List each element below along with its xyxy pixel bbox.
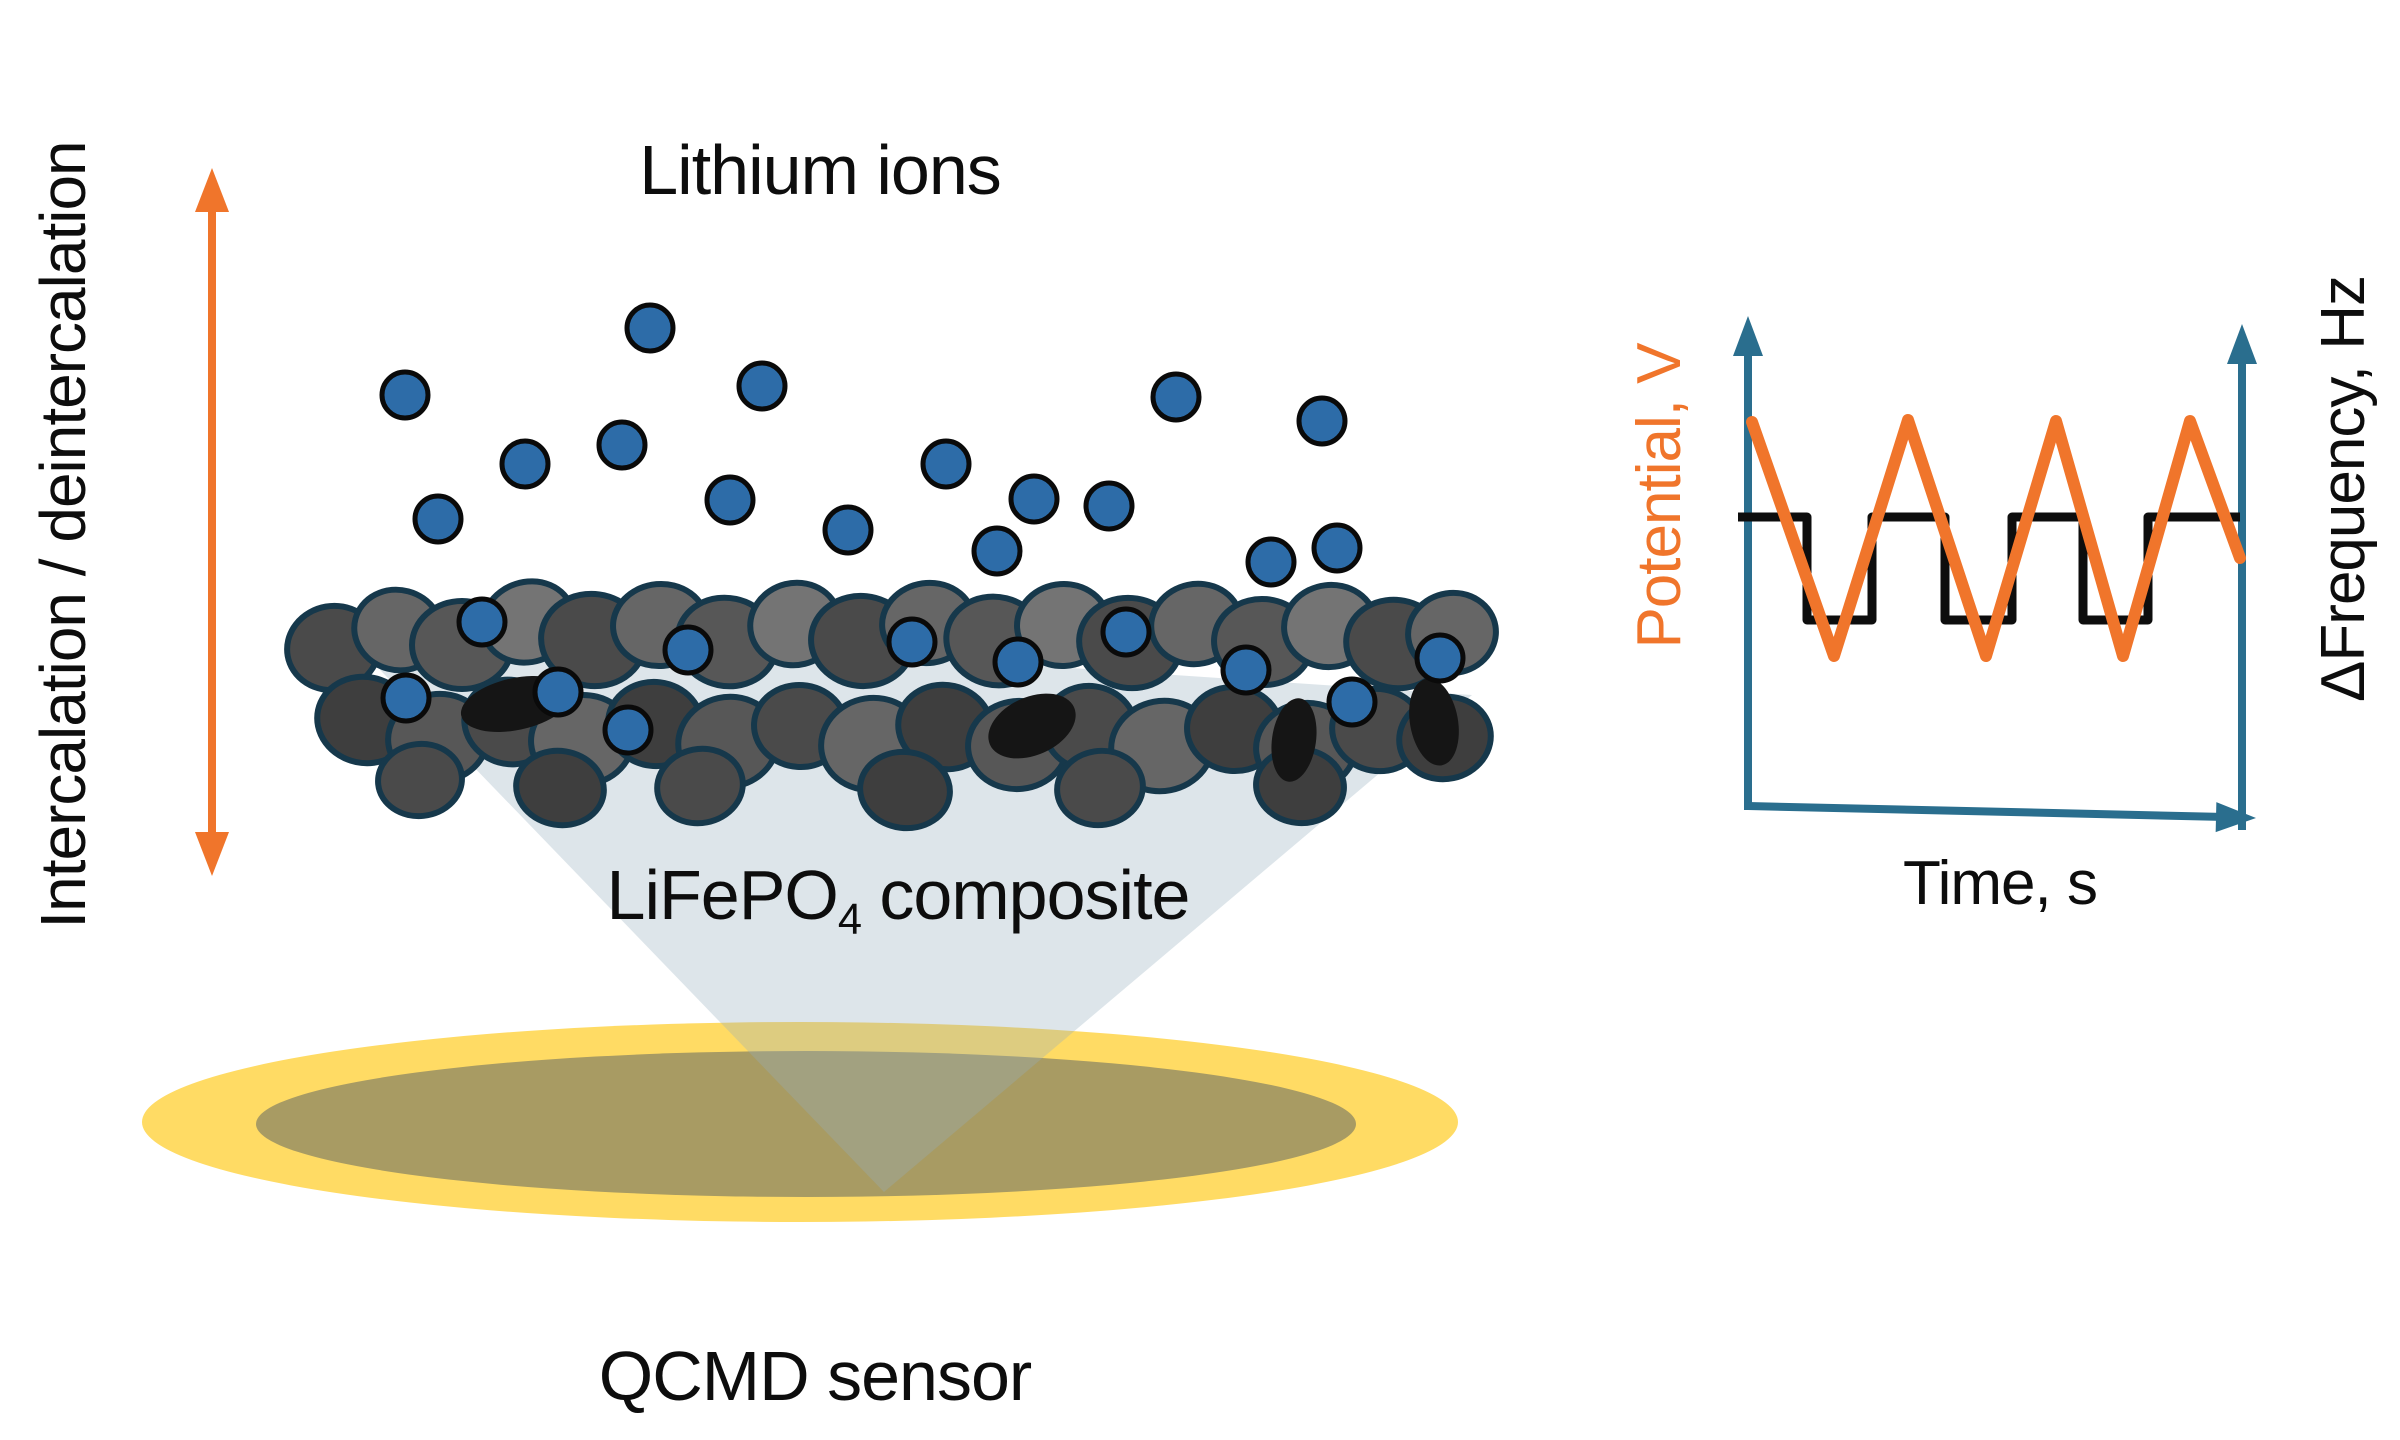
composite-label-subscript: 4 (837, 895, 862, 944)
time-axis-arrow-icon (2215, 802, 2256, 833)
lithium-ion (704, 474, 756, 526)
lithium-ion (1008, 473, 1060, 525)
potential-axis-arrow-icon (1733, 316, 1763, 356)
lithium-ion (920, 438, 972, 490)
lithium-ion (736, 360, 788, 412)
lithium-ion-embedded (532, 666, 584, 718)
lithium-ion (499, 438, 551, 490)
lithium-ion-embedded (662, 624, 714, 676)
lithium-ions-label: Lithium ions (639, 131, 1002, 209)
lithium-ion-embedded (602, 704, 654, 756)
lithium-ion-embedded (380, 672, 432, 724)
lithium-ion (1296, 395, 1348, 447)
qcmd-sensor-label: QCMD sensor (598, 1337, 1032, 1415)
lithium-ion-embedded (886, 616, 938, 668)
lithium-ion-embedded (1414, 632, 1466, 684)
lithium-ion (624, 302, 676, 354)
lithium-ion (1311, 522, 1363, 574)
lithium-ion-embedded (992, 636, 1044, 688)
lithium-ion (412, 493, 464, 545)
carbon-particle (988, 693, 1076, 759)
intercalation-arrow-up-icon (195, 168, 229, 212)
composite-label-tail: composite (860, 855, 1190, 934)
composite-label: LiFePO4 composite (607, 860, 1191, 944)
lithium-ion-embedded (1326, 676, 1378, 728)
lithium-ion (822, 504, 874, 556)
lithium-ion-embedded (1100, 606, 1152, 658)
composite-particle (375, 740, 465, 820)
carbon-particle (1271, 698, 1317, 782)
lithium-ion-embedded (456, 596, 508, 648)
composite-particle (654, 745, 746, 827)
lithium-ion (971, 525, 1023, 577)
lithium-ion-embedded (1220, 644, 1272, 696)
potential-axis-label: Potential, V (1625, 343, 1694, 649)
lithium-ion (379, 369, 431, 421)
qcmd-sensor-inner-disc (256, 1051, 1356, 1197)
potential-triangle-wave (1746, 414, 2246, 662)
composite-particle (857, 748, 953, 832)
frequency-axis-label: ΔFrequency, Hz (2309, 276, 2378, 702)
lithium-ion (1150, 371, 1202, 423)
lithium-ion (596, 419, 648, 471)
composite-particle (513, 747, 607, 829)
composite-particle (1054, 747, 1146, 829)
time-axis-label: Time, s (1903, 849, 2098, 918)
lithium-ion (1245, 536, 1297, 588)
carbon-particle (1409, 678, 1459, 766)
time-axis-line (1747, 802, 2227, 821)
composite-label-main: LiFePO (606, 855, 839, 934)
lithium-ion (1083, 480, 1135, 532)
intercalation-axis-label: Intercalation / deintercalation (27, 141, 99, 929)
intercalation-arrow-down-icon (195, 832, 229, 876)
frequency-axis-arrow-icon (2227, 324, 2257, 364)
